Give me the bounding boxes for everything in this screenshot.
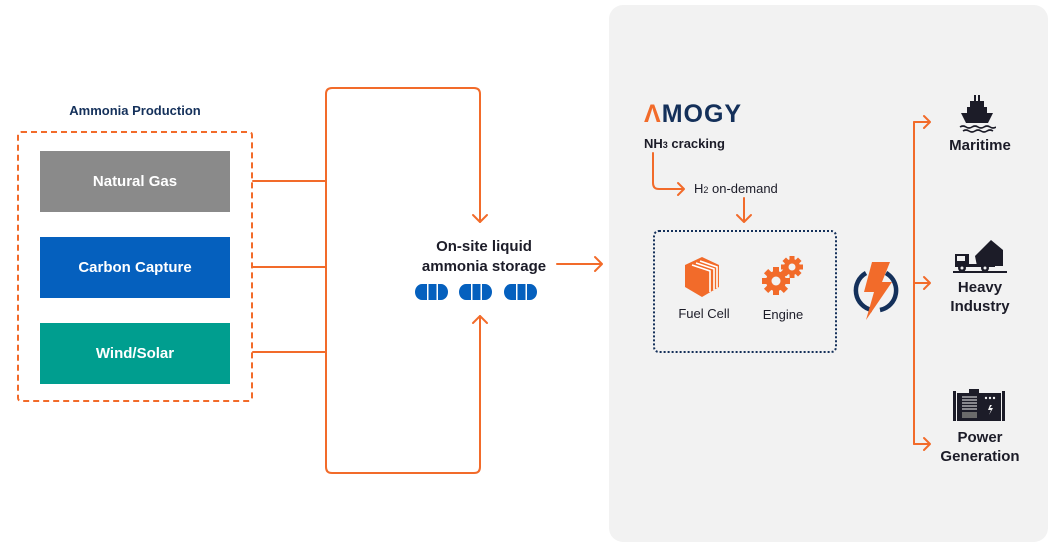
h2-main: H: [694, 181, 704, 196]
amogy-logo-text: MOGY: [661, 100, 743, 128]
connector-loop: [325, 87, 481, 474]
amogy-logo-accent: Λ: [644, 100, 662, 128]
output-heavy-industry-line1: Heavy: [957, 279, 1003, 296]
arrow-power-generation: [913, 437, 931, 451]
nh3-main: NH: [644, 136, 663, 151]
ship-icon: [959, 95, 996, 133]
generator-icon: [953, 389, 1005, 421]
device-fuel-cell-label: Fuel Cell: [678, 306, 730, 321]
production-group: [17, 131, 253, 402]
tank-icon: [415, 284, 448, 300]
storage-tanks-icon: [415, 284, 537, 300]
h2-rest: on-demand: [708, 181, 778, 196]
gears-icon: [762, 256, 803, 295]
amogy-panel: [609, 5, 1048, 542]
nh3-cracking-label: NH3 cracking: [644, 136, 725, 151]
storage-label-line1: On-site liquid: [436, 238, 532, 255]
nh3-rest: cracking: [667, 136, 725, 151]
arrow-down-storage: [472, 214, 488, 223]
lightning-power-icon: [853, 262, 899, 320]
output-power-generation-line1: Power: [957, 429, 1003, 446]
arrow-heavy-industry: [913, 276, 931, 290]
dump-truck-icon: [953, 240, 1007, 273]
nh3-sub: 3: [662, 140, 668, 150]
device-engine-label: Engine: [762, 307, 804, 322]
source-carbon-capture: Carbon Capture: [40, 237, 230, 298]
h2-sub: 2: [703, 185, 709, 195]
tank-icon: [504, 284, 537, 300]
fuel-cell-icon: [685, 257, 719, 297]
connector-cracking: [652, 152, 685, 196]
output-maritime-label: Maritime: [930, 136, 1030, 155]
arrow-up-storage: [472, 315, 488, 324]
amogy-logo: ΛMOGY: [644, 100, 742, 129]
output-power-generation-line2: Generation: [940, 448, 1020, 465]
storage-label-line2: ammonia storage: [421, 258, 547, 275]
source-wind-solar: Wind/Solar: [40, 323, 230, 384]
output-heavy-industry-line2: Industry: [950, 298, 1010, 315]
connector-h2-devices: [736, 197, 752, 223]
h2-on-demand-label: H2 on-demand: [694, 181, 778, 196]
storage-label: On-site liquid ammonia storage: [400, 237, 568, 277]
devices-group: [653, 230, 837, 353]
tank-icon: [459, 284, 492, 300]
output-maritime-line1: Maritime: [949, 137, 1011, 154]
arrow-maritime: [913, 115, 931, 129]
production-title: Ammonia Production: [69, 103, 201, 118]
connector-storage-panel: [556, 256, 603, 272]
source-natural-gas: Natural Gas: [40, 151, 230, 212]
